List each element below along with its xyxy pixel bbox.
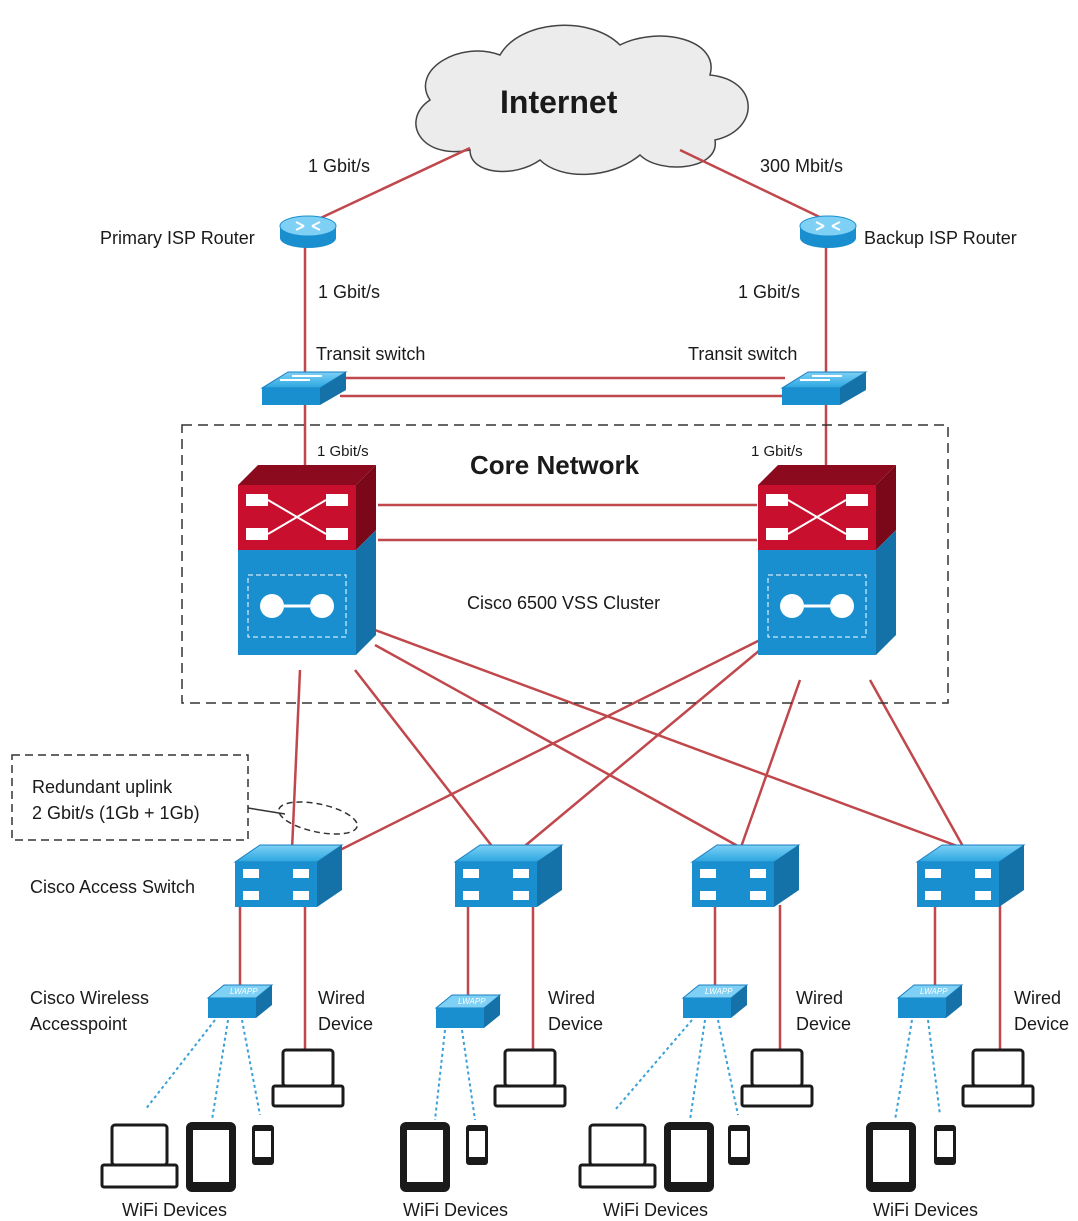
network-links — [238, 146, 1002, 1060]
access-switch-2-icon — [453, 844, 564, 907]
wifi-laptop-icon — [110, 1123, 169, 1167]
transit-switch-left-label: Transit switch — [316, 344, 426, 364]
callout-pointer — [247, 807, 286, 815]
wireless-signals — [144, 1019, 941, 1121]
backup-router-icon — [799, 215, 857, 248]
transit-switch-left-icon — [260, 371, 348, 405]
redundant-uplink-callout — [11, 754, 249, 841]
redundant-uplink-ellipse — [278, 801, 358, 835]
speed-primary-router-link: 1 Gbit/s — [318, 282, 381, 302]
wireless-ap-label-line1: Cisco Wireless — [30, 988, 150, 1008]
wifi-devices-label-3: WiFi Devices — [603, 1200, 709, 1220]
ap-badge-4: LWAPP — [920, 987, 948, 996]
ap-badge-3: LWAPP — [705, 987, 733, 996]
wired-laptop-3-icon — [750, 1048, 804, 1088]
wired-device-3-line1: Wired — [796, 988, 844, 1008]
speed-backup-router-link: 1 Gbit/s — [738, 282, 801, 302]
wifi-devices-group-2 — [400, 1122, 488, 1192]
wired-device-4-line1: Wired — [1014, 988, 1062, 1008]
core-network-title: Core Network — [470, 450, 640, 480]
callout-line-2: 2 Gbit/s (1Gb + 1Gb) — [32, 803, 200, 823]
wifi-devices-label-1: WiFi Devices — [122, 1200, 228, 1220]
wifi-laptop-icon — [588, 1123, 647, 1167]
wireless-ap-label-line2: Accesspoint — [30, 1014, 128, 1034]
ap-badge-1: LWAPP — [230, 987, 258, 996]
wired-device-4-line2: Device — [1014, 1014, 1070, 1034]
access-point-1-icon — [206, 984, 274, 1018]
access-switch-3-icon — [690, 844, 801, 907]
wired-laptop-2-icon — [503, 1048, 557, 1088]
wired-device-3-line2: Device — [796, 1014, 852, 1034]
primary-router-label: Primary ISP Router — [100, 228, 255, 248]
access-point-3-icon — [681, 984, 749, 1018]
wired-device-1-line1: Wired — [318, 988, 366, 1008]
speed-backup-uplink: 300 Mbit/s — [760, 156, 844, 176]
primary-router-icon — [279, 215, 337, 248]
access-switch-label: Cisco Access Switch — [30, 877, 196, 897]
wired-device-2-line1: Wired — [548, 988, 596, 1008]
speed-core-right: 1 Gbit/s — [751, 443, 803, 460]
access-point-2-icon — [434, 994, 502, 1028]
wifi-devices-group-1 — [100, 1122, 274, 1192]
core-switch-left-icon — [238, 465, 376, 655]
wifi-devices-label-4: WiFi Devices — [873, 1200, 979, 1220]
callout-line-1: Redundant uplink — [32, 777, 173, 797]
core-switch-right-icon — [758, 465, 896, 655]
access-switch-4-icon — [915, 844, 1026, 907]
wired-laptops — [271, 1048, 1035, 1108]
internet-cloud — [415, 24, 749, 176]
transit-switch-right-icon — [780, 371, 868, 405]
vss-cluster-label: Cisco 6500 VSS Cluster — [467, 593, 661, 613]
wifi-devices-group-4 — [866, 1122, 956, 1192]
speed-primary-uplink: 1 Gbit/s — [308, 156, 371, 176]
access-point-4-icon — [896, 984, 964, 1018]
wired-laptop-1-icon — [281, 1048, 335, 1088]
wired-device-1-line2: Device — [318, 1014, 374, 1034]
backup-router-label: Backup ISP Router — [864, 228, 1017, 248]
wired-device-2-line2: Device — [548, 1014, 604, 1034]
internet-label: Internet — [500, 84, 618, 120]
wifi-devices-label-2: WiFi Devices — [403, 1200, 509, 1220]
access-switch-1-icon — [233, 844, 344, 907]
transit-switch-right-label: Transit switch — [688, 344, 798, 364]
ap-badge-2: LWAPP — [458, 997, 486, 1006]
speed-core-left: 1 Gbit/s — [317, 443, 369, 460]
wifi-devices-group-3 — [578, 1122, 750, 1192]
core-network-box — [181, 424, 949, 704]
wired-laptop-4-icon — [971, 1048, 1025, 1088]
